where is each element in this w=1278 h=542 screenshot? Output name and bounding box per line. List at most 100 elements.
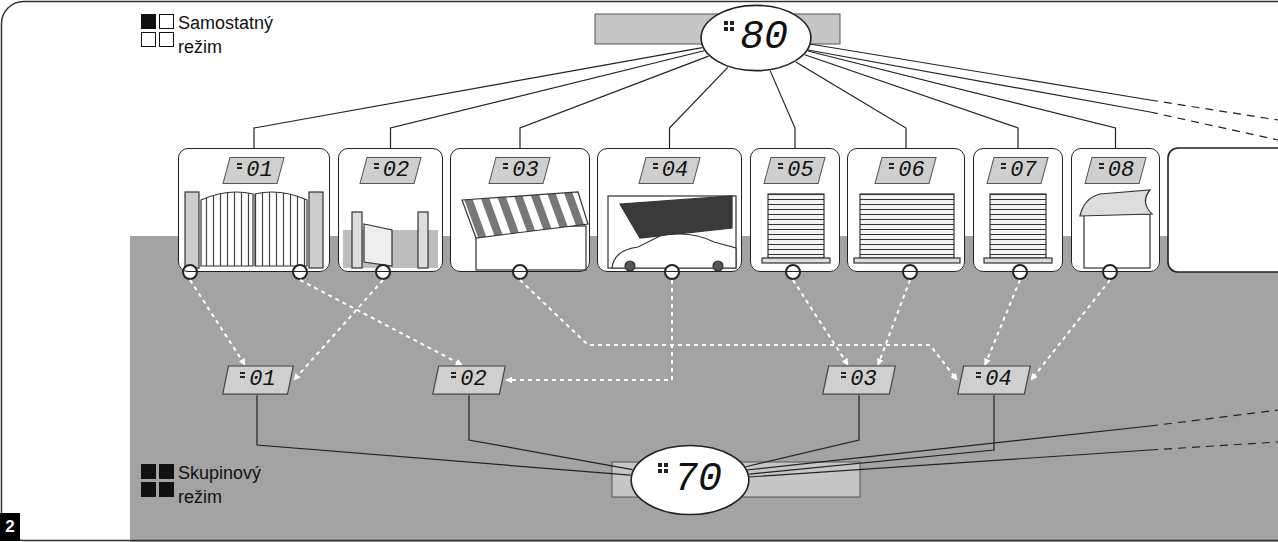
device-fill — [450, 148, 590, 272]
tab-shape — [958, 366, 1031, 394]
link-line — [796, 62, 906, 148]
device-number: 05 — [787, 159, 813, 183]
device-number: 01 — [246, 159, 272, 183]
device-box: 02 — [338, 148, 443, 272]
link-line — [770, 71, 795, 148]
blind — [768, 194, 824, 258]
link-line — [749, 395, 994, 474]
text-wrap: 01 — [240, 368, 275, 392]
wheel — [625, 261, 635, 271]
display-marker — [976, 372, 981, 374]
pillar — [185, 192, 199, 268]
tab-shape — [433, 366, 506, 394]
display-circle: 70 — [630, 444, 750, 516]
output-dot — [665, 265, 679, 279]
legend-icon — [141, 464, 174, 497]
group-arrow — [793, 280, 848, 365]
display-marker — [889, 163, 894, 165]
group-number: 02 — [460, 368, 486, 392]
legend-text: Samostatný režim — [178, 11, 288, 59]
link-line — [805, 55, 1018, 148]
group-arrow — [506, 280, 672, 380]
group-number: 01 — [249, 368, 275, 392]
device-number: 04 — [662, 159, 688, 183]
group-arrow — [520, 280, 957, 380]
link-line — [810, 44, 1150, 100]
group-tab: 04 — [957, 365, 1031, 395]
link-line — [391, 51, 705, 148]
device-fill — [178, 148, 330, 272]
device-number: 07 — [1010, 159, 1036, 183]
text-wrap: 70 — [658, 458, 722, 502]
device-fill — [1071, 148, 1160, 272]
canopy-cloth — [1080, 190, 1152, 216]
tab-shape — [823, 366, 896, 394]
sill — [984, 258, 1052, 263]
group-arrow — [300, 280, 462, 365]
device-box-partial — [1168, 148, 1278, 272]
group-tab: 03 — [822, 365, 896, 395]
link-line — [1150, 442, 1278, 450]
device-fills — [178, 148, 1278, 272]
legend-square — [141, 14, 156, 29]
device-box: 03 — [450, 148, 590, 272]
output-dot — [513, 265, 527, 279]
blinds — [762, 194, 1052, 263]
output-dot — [786, 265, 800, 279]
group-arrow — [985, 280, 1020, 365]
device-box: 06 — [847, 148, 965, 272]
legend-square — [141, 482, 156, 497]
pillar — [418, 212, 428, 268]
legend-square — [160, 15, 174, 29]
link-line — [670, 67, 728, 148]
text-wrap: 03 — [841, 368, 876, 392]
link-line — [257, 395, 631, 475]
display-circle: 80 — [700, 4, 812, 72]
display-marker — [1001, 163, 1006, 165]
display-marker — [778, 163, 783, 165]
garage-door — [620, 196, 732, 238]
group-tab: 01 — [222, 365, 294, 395]
output-dot — [1013, 265, 1027, 279]
device-tab: 05 — [767, 157, 822, 184]
gate-leaf — [201, 192, 253, 266]
display-value: 80 — [740, 16, 788, 60]
device-fill — [338, 148, 443, 272]
device-box: 01 — [178, 148, 330, 272]
link-line — [520, 56, 709, 148]
device-number: 03 — [512, 159, 538, 183]
display-marker — [1099, 163, 1104, 165]
text-wrap: 04 — [976, 368, 1011, 392]
text-wrap: 80 — [724, 16, 788, 60]
device-box: 04 — [597, 148, 742, 272]
legend-square — [159, 482, 174, 497]
link-line — [808, 51, 1116, 148]
device-fill — [847, 148, 965, 272]
display-ellipse — [631, 445, 749, 514]
display-marker — [374, 163, 379, 165]
display-value: 70 — [674, 458, 722, 502]
device-number: 06 — [898, 159, 924, 183]
pillar — [352, 212, 362, 268]
awning-cloth — [462, 192, 588, 238]
group-arrow — [190, 280, 245, 365]
garage — [608, 196, 736, 271]
device-fill — [973, 148, 1063, 272]
output-dot — [376, 265, 390, 279]
pillar — [309, 192, 323, 268]
legend-square — [141, 464, 156, 479]
display-marker — [503, 163, 508, 165]
blind — [860, 194, 954, 258]
door — [364, 224, 392, 266]
device-tab: 02 — [363, 157, 418, 184]
link-line — [469, 395, 633, 469]
device-number: 08 — [1108, 159, 1134, 183]
blind — [990, 194, 1046, 258]
device-tab: 01 — [226, 157, 281, 184]
device-tab: 04 — [642, 157, 697, 184]
device-box: 07 — [973, 148, 1063, 272]
device-box: 05 — [750, 148, 840, 272]
